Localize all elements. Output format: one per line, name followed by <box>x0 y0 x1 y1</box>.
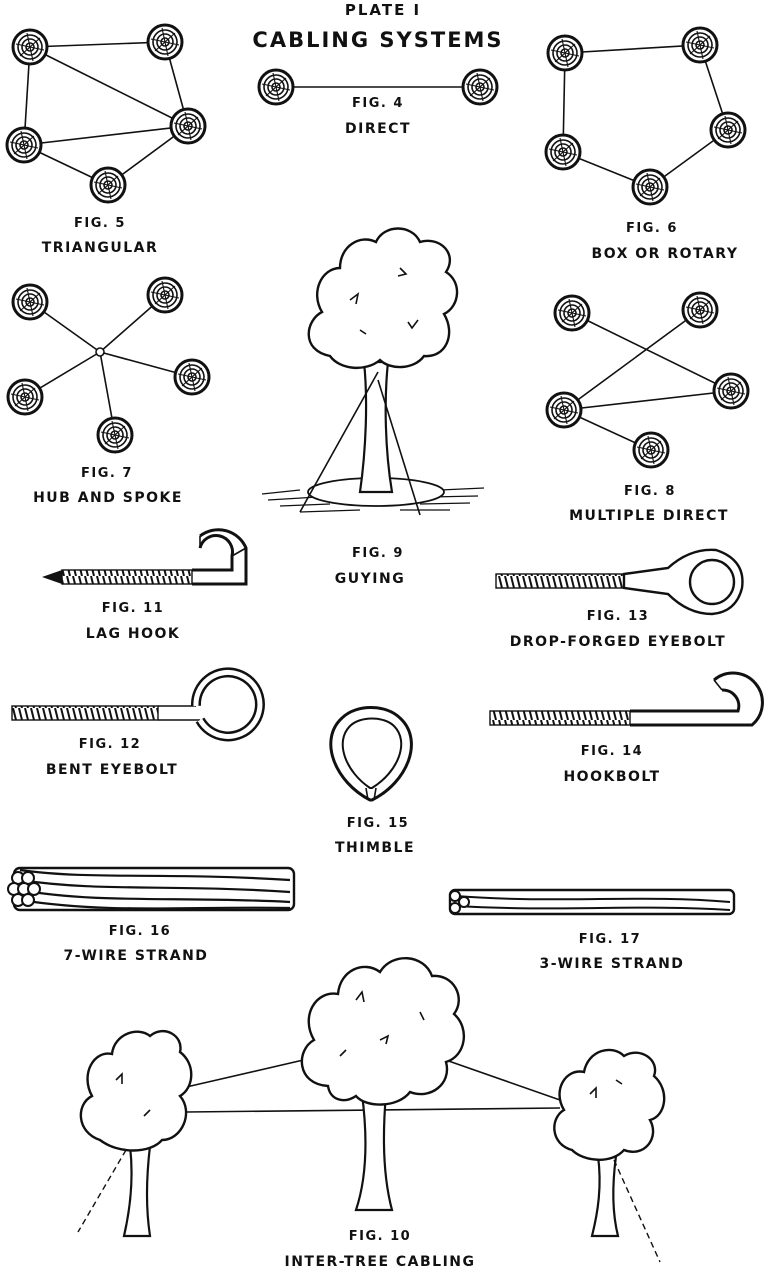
fig4-diagram <box>257 68 499 106</box>
fig17-number: FIG. 17 <box>579 932 641 947</box>
fig8-name: MULTIPLE DIRECT <box>569 508 729 524</box>
fig13-name: DROP-FORGED EYEBOLT <box>510 634 726 650</box>
fig5-diagram <box>5 23 207 204</box>
fig7-number: FIG. 7 <box>81 466 133 481</box>
fig11-lag-hook <box>42 528 248 586</box>
fig7-name: HUB AND SPOKE <box>33 490 183 506</box>
fig14-number: FIG. 14 <box>581 744 643 759</box>
fig11-number: FIG. 11 <box>102 601 164 616</box>
fig14-hookbolt <box>489 671 764 727</box>
fig4-name: DIRECT <box>345 121 411 137</box>
fig15-number: FIG. 15 <box>347 816 409 831</box>
fig5-name: TRIANGULAR <box>42 240 159 256</box>
fig6-number: FIG. 6 <box>626 221 678 236</box>
fig6-diagram <box>544 26 747 206</box>
fig16-strand <box>7 866 296 912</box>
fig15-name: THIMBLE <box>335 840 415 856</box>
fig10-trees <box>77 956 666 1263</box>
fig15-thimble <box>329 706 413 802</box>
fig7-diagram <box>6 276 211 454</box>
fig8-diagram <box>545 291 750 469</box>
plate-label: PLATE I <box>345 1 421 19</box>
fig13-eyebolt <box>495 548 744 616</box>
fig14-name: HOOKBOLT <box>563 769 660 785</box>
fig9-name: GUYING <box>335 571 405 587</box>
fig8-number: FIG. 8 <box>624 484 676 499</box>
fig16-number: FIG. 16 <box>109 924 171 939</box>
fig12-name: BENT EYEBOLT <box>46 762 178 778</box>
fig17-strand <box>448 888 736 916</box>
fig6-name: BOX OR ROTARY <box>592 246 739 262</box>
fig5-number: FIG. 5 <box>74 216 126 231</box>
fig12-bent-eyebolt <box>11 667 265 742</box>
fig10-name: INTER-TREE CABLING <box>284 1254 475 1270</box>
fig9-tree <box>261 227 485 516</box>
fig12-number: FIG. 12 <box>79 737 141 752</box>
fig10-number: FIG. 10 <box>349 1229 411 1244</box>
plate-title: CABLING SYSTEMS <box>252 28 503 52</box>
fig17-name: 3-WIRE STRAND <box>540 956 685 972</box>
fig11-name: LAG HOOK <box>86 626 181 642</box>
fig4-number: FIG. 4 <box>352 96 404 111</box>
fig16-name: 7-WIRE STRAND <box>64 948 209 964</box>
fig13-number: FIG. 13 <box>587 609 649 624</box>
fig9-number: FIG. 9 <box>352 546 404 561</box>
